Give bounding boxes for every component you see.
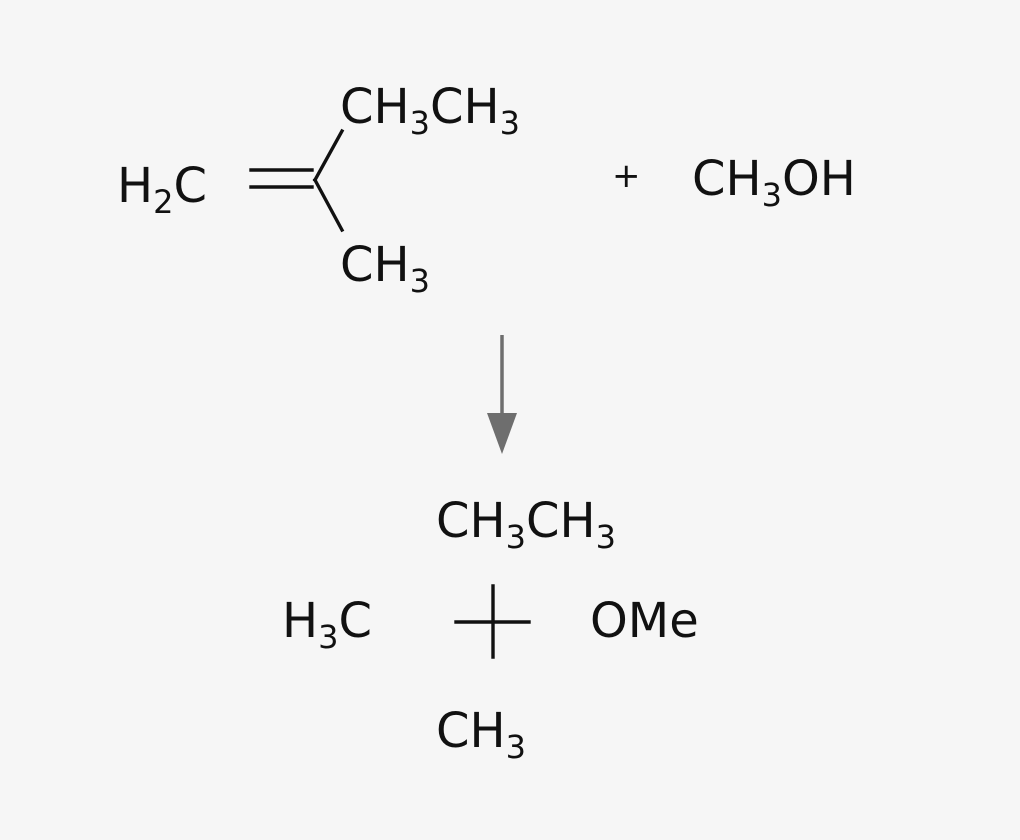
product-methyl-left-label: H3C xyxy=(282,593,372,656)
ethyl-label: CH3CH3 xyxy=(340,79,520,142)
plus-sign: + xyxy=(612,156,641,196)
methylene-label: H2C xyxy=(117,158,207,221)
product-ether: CH3CH3 H3C OMe CH3 xyxy=(282,493,699,766)
bond-to-methyl xyxy=(312,177,345,233)
arrow-head-icon xyxy=(487,413,517,454)
methanol-label: CH3OH xyxy=(692,151,856,214)
product-ethyl-label: CH3CH3 xyxy=(436,493,616,556)
reactant-alkene: H2C CH3CH3 CH3 xyxy=(117,79,520,300)
bond-to-ethyl xyxy=(312,128,345,183)
reaction-arrow xyxy=(487,335,517,454)
product-methyl-bottom-label: CH3 xyxy=(436,703,526,766)
methoxy-label: OMe xyxy=(590,593,699,649)
methyl-label: CH3 xyxy=(340,237,430,300)
